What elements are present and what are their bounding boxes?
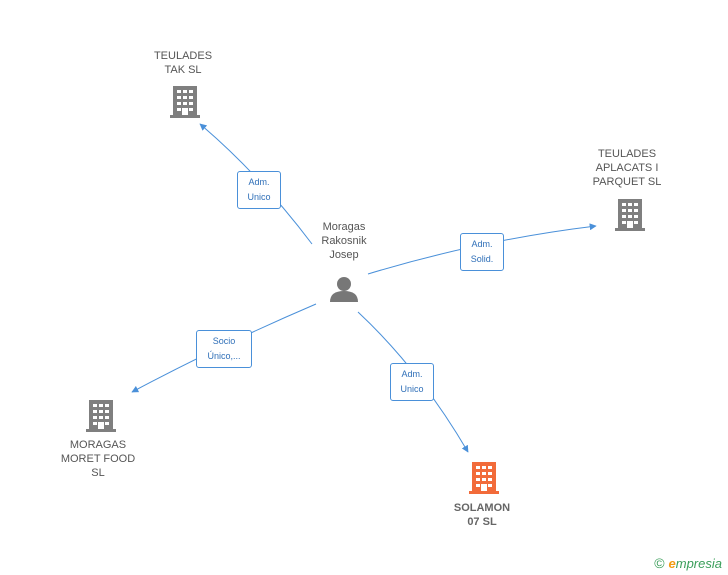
building-icon[interactable]	[170, 86, 200, 118]
relation-badge-tak[interactable]: Adm. Unico	[237, 171, 281, 209]
node-label-moragas-moret[interactable]: MORAGAS MORET FOOD SL	[60, 439, 136, 479]
relation-badge-solamon[interactable]: Adm. Unico	[390, 363, 434, 401]
node-label-center[interactable]: Moragas Rakosnik Josep	[321, 221, 367, 261]
building-icon[interactable]	[615, 199, 645, 231]
empresia-logo: empresia	[668, 556, 722, 571]
copyright-icon: ©	[654, 555, 665, 571]
relation-badge-moret[interactable]: Socio Único,...	[196, 330, 252, 368]
person-icon[interactable]	[330, 277, 358, 302]
node-label-teulades-aplacats[interactable]: TEULADES APLACATS I PARQUET SL	[592, 148, 662, 188]
relation-badge-aplacats[interactable]: Adm. Solid.	[460, 233, 504, 271]
building-icon[interactable]	[86, 400, 116, 432]
node-label-solamon[interactable]: SOLAMON 07 SL	[453, 502, 511, 528]
node-label-teulades-tak[interactable]: TEULADES TAK SL	[153, 50, 213, 76]
building-icon-highlight[interactable]	[469, 462, 499, 494]
empresia-footer: © empresia	[654, 555, 722, 571]
